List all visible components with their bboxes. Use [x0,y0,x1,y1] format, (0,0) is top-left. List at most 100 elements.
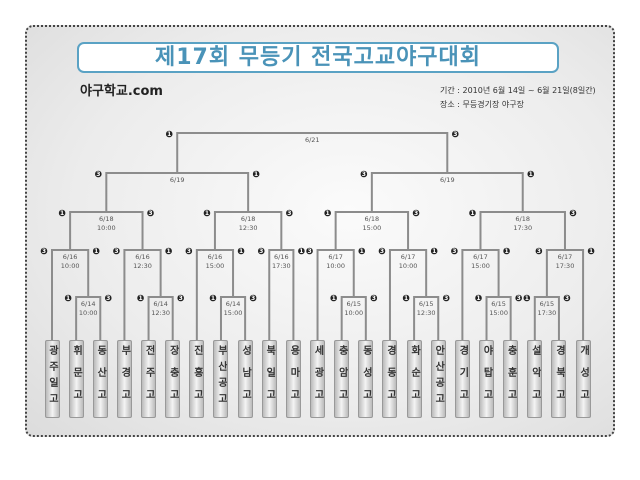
team-box[interactable]: 북일고 [261,340,277,418]
team-name: 동산고 [94,345,106,411]
match-date: 6/14 [81,300,96,308]
match-date: 6/17 [473,253,488,261]
dugout-marker-label: 3 [148,210,152,217]
dugout-marker-label: 3 [452,248,456,255]
match-time: 10:00 [344,309,363,317]
dugout-marker-label: 1 [404,295,408,302]
dugout-marker-icon [442,294,450,302]
team-name: 충훈고 [505,345,517,411]
team-name: 장충고 [167,345,179,411]
dugout-marker-icon [563,294,571,302]
dugout-marker-label: 1 [525,295,529,302]
match-date: 6/15 [540,300,555,308]
dugout-marker-label: 3 [372,295,376,302]
dugout-marker-icon [95,170,102,178]
dugout-marker-label: 1 [529,171,533,178]
dugout-marker-icon [306,247,313,255]
team-box[interactable]: 부경고 [116,340,132,418]
team-name: 부산공고 [215,345,227,409]
dugout-marker-icon [469,209,476,217]
tournament-venue: 장소 : 무등경기장 야구장 [440,100,524,109]
dugout-marker-icon [527,170,535,178]
match-time: 10:00 [97,224,116,232]
team-box[interactable]: 광주일고 [44,340,60,418]
match-date: 6/16 [63,253,78,261]
dugout-marker-icon [378,247,386,255]
team-box[interactable]: 장충고 [165,340,181,418]
bracket-line [176,132,449,173]
dugout-marker-icon [503,247,510,255]
dugout-marker-label: 3 [106,295,110,302]
dugout-marker-icon [203,209,211,217]
dugout-marker-icon [569,209,577,217]
dugout-marker-icon [535,247,543,255]
dugout-marker-icon [104,294,112,302]
dugout-marker-label: 1 [360,248,364,255]
dugout-marker-icon [252,170,260,178]
team-box[interactable]: 충훈고 [503,340,519,418]
dugout-marker-label: 3 [307,248,311,255]
dugout-marker-label: 3 [444,295,448,302]
team-box[interactable]: 충암고 [334,340,350,418]
team-name: 야탑고 [481,345,493,411]
team-box[interactable]: 부산공고 [213,340,229,418]
match-time: 10:00 [61,262,80,270]
dugout-marker-icon [523,294,531,302]
match-date: 6/16 [208,253,223,261]
match-date: 6/19 [440,176,455,184]
team-box[interactable]: 야탑고 [479,340,495,418]
team-box[interactable]: 세광고 [310,340,326,418]
team-box[interactable]: 경기고 [454,340,470,418]
dugout-marker-label: 3 [362,171,366,178]
match-date: 6/15 [491,300,506,308]
dugout-marker-label: 3 [114,248,118,255]
dugout-marker-label: 1 [138,295,142,302]
dugout-marker-icon [430,247,438,255]
dugout-marker-icon [298,247,305,255]
dugout-marker-icon [40,247,48,255]
team-box[interactable]: 화순고 [406,340,422,418]
dugout-marker-icon [475,294,482,302]
team-box[interactable]: 동산고 [92,340,108,418]
team-box[interactable]: 휘문고 [68,340,84,418]
dugout-marker-icon [185,247,193,255]
match-date: 6/16 [274,253,289,261]
match-date: 6/19 [170,176,185,184]
dugout-marker-label: 1 [167,131,171,138]
team-name: 화순고 [408,345,420,411]
team-box[interactable]: 전주고 [141,340,157,418]
tournament-period: 기간 : 2010년 6월 14일 ~ 6월 21일(8일간) [440,86,596,95]
team-box[interactable]: 용마고 [285,340,301,418]
match-date: 6/17 [328,253,343,261]
dugout-marker-label: 1 [504,248,508,255]
team-box[interactable]: 진흥고 [189,340,205,418]
site-logo[interactable]: 야구학교.com [80,84,163,99]
dugout-marker-icon [286,209,293,217]
dugout-marker-label: 3 [96,171,100,178]
dugout-marker-icon [147,209,154,217]
team-box[interactable]: 동성고 [358,340,374,418]
dugout-marker-label: 1 [470,210,474,217]
team-box[interactable]: 경북고 [551,340,567,418]
match-time: 17:30 [538,309,557,317]
dugout-marker-label: 1 [254,171,258,178]
team-box[interactable]: 개성고 [575,340,591,418]
match-date: 6/18 [99,215,114,223]
dugout-marker-label: 1 [299,248,303,255]
team-box[interactable]: 성남고 [237,340,253,418]
dugout-marker-icon [92,247,100,255]
dugout-marker-label: 3 [251,295,255,302]
dugout-marker-icon [177,294,184,302]
dugout-marker-label: 3 [187,248,191,255]
match-date: 6/14 [153,300,168,308]
match-date: 6/18 [515,215,530,223]
team-box[interactable]: 설악고 [527,340,543,418]
match-time: 15:00 [471,262,490,270]
match-date: 6/15 [419,300,434,308]
team-box[interactable]: 경동고 [382,340,398,418]
team-name: 동성고 [360,345,372,411]
team-box[interactable]: 안산공고 [430,340,446,418]
match-time: 12:30 [417,309,436,317]
match-time: 15:00 [362,224,381,232]
